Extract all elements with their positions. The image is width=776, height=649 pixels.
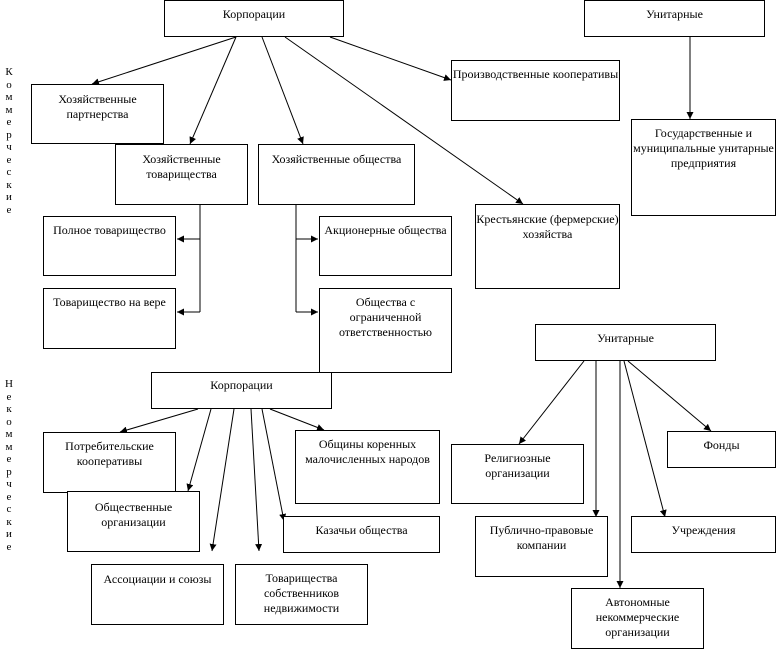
box-business-fellowships: Хозяйственные товарищества	[115, 144, 248, 205]
box-institutions: Учреждения	[631, 516, 776, 553]
box-funds: Фонды	[667, 431, 776, 468]
arrow-nunit-to-religious	[518, 360, 585, 445]
box-llc: Общества с ограниченной ответственностью	[319, 288, 452, 373]
box-joint-stock: Акционерные общества	[319, 216, 452, 276]
arrow-ncorp-to-cossack	[261, 408, 287, 522]
arrow-ncorp-to-public-org	[186, 408, 212, 492]
box-peasant-farms: Крестьянские (фермерские) хозяйства	[475, 204, 620, 289]
box-commercial-corporations: Корпорации	[164, 0, 344, 37]
arrow-corp-to-fellowships	[189, 36, 237, 145]
box-public-law-companies: Публично-правовые компании	[475, 516, 608, 577]
label-commercial: К о м м е р ч е с к и е	[5, 66, 13, 216]
box-cossack-societies: Казачьи общества	[283, 516, 440, 553]
arrow-ncorp-to-associations	[209, 408, 235, 552]
box-business-partnerships: Хозяйственные партнерства	[31, 84, 164, 144]
arrow-ncorp-to-indigenous	[269, 408, 325, 431]
box-public-organizations: Общественные организации	[67, 491, 200, 552]
box-associations-unions: Ассоциации и союзы	[91, 564, 224, 625]
box-consumer-cooperatives: Потребительские кооперативы	[43, 432, 176, 493]
box-noncommercial-unitary: Унитарные	[535, 324, 716, 361]
arrow-corp-to-coops	[329, 36, 452, 81]
arrow-nunit-to-funds	[627, 360, 712, 432]
box-property-owners: Товарищества собственников недвижимости	[235, 564, 368, 625]
box-noncommercial-corporations: Корпорации	[151, 372, 332, 409]
box-production-cooperatives: Производственные кооперативы	[451, 60, 620, 121]
arrow-corp-to-partnerships	[91, 36, 237, 86]
box-indigenous-communities: Общины коренных малочисленных народов	[295, 430, 440, 504]
box-limited-partnership: Товарищество на вере	[43, 288, 176, 349]
box-full-partnership: Полное товарищество	[43, 216, 176, 276]
label-noncommercial: Н е к о м м е р ч е с к и е	[5, 378, 13, 553]
arrow-nunit-to-institutions	[623, 360, 667, 518]
box-autonomous-nonprofit: Автономные некоммерческие организации	[571, 588, 704, 649]
box-business-companies: Хозяйственные общества	[258, 144, 415, 205]
box-commercial-unitary: Унитарные	[584, 0, 765, 37]
arrow-ncorp-to-consumer	[119, 408, 199, 434]
arrow-corp-to-peasant	[284, 36, 524, 205]
arrow-corp-to-companies	[261, 36, 304, 145]
box-religious-organizations: Религиозные организации	[451, 444, 584, 504]
box-state-municipal-unitary: Государственные и муниципальные унитарны…	[631, 119, 776, 216]
arrow-ncorp-to-owners	[250, 408, 263, 552]
